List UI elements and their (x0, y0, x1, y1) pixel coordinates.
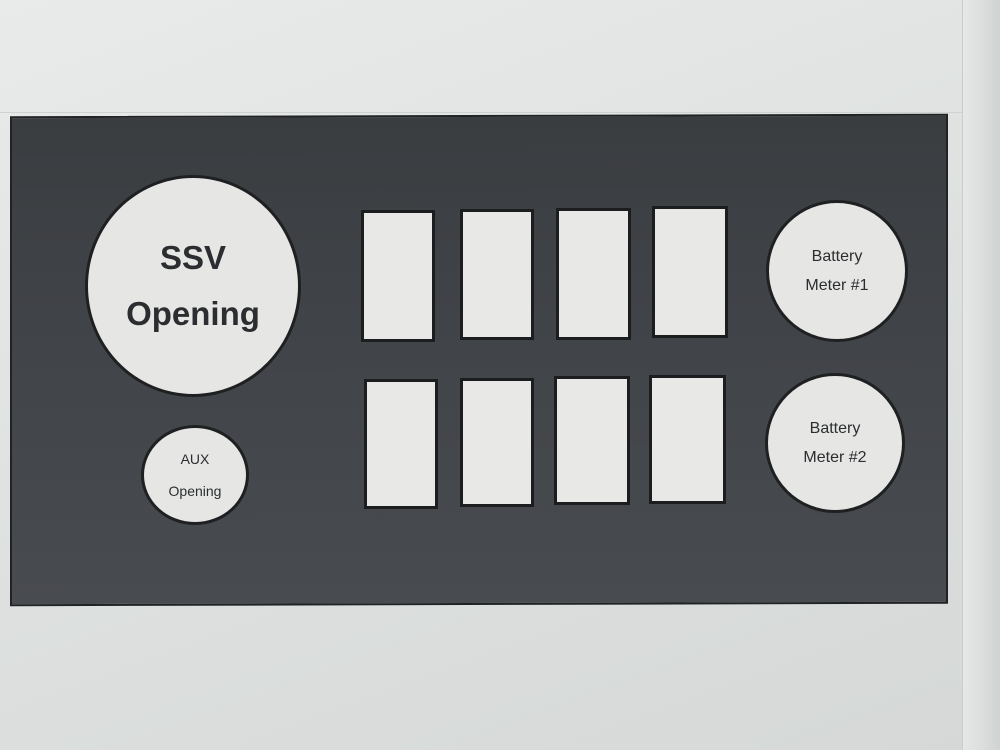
switch-slot-top-3 (556, 208, 631, 340)
battery-meter-2-label-line1: Battery (809, 420, 861, 437)
switch-slot-top-1 (361, 210, 435, 342)
ssv-opening-label-line2: Opening (126, 295, 260, 332)
switch-slot-top-4 (652, 206, 728, 338)
monitor-edge (962, 0, 1000, 750)
ssv-opening: SSV Opening (85, 175, 301, 397)
aux-opening-label-line2: Opening (168, 483, 222, 499)
switch-slot-top-2 (460, 209, 534, 340)
aux-opening: AUX Opening (141, 425, 249, 525)
ssv-opening-label-line1: SSV (159, 239, 227, 276)
battery-meter-1-label-line2: Meter #1 (805, 277, 869, 294)
switch-slot-bottom-2 (460, 378, 534, 507)
battery-meter-2-label-line2: Meter #2 (803, 449, 867, 466)
battery-meter-1-label-line1: Battery (811, 248, 863, 265)
battery-meter-1: Battery Meter #1 (766, 200, 908, 342)
divider (0, 112, 962, 113)
battery-meter-2: Battery Meter #2 (765, 373, 905, 513)
switch-slot-bottom-1 (364, 379, 438, 509)
switch-slot-bottom-4 (649, 375, 726, 504)
switch-slot-bottom-3 (554, 376, 630, 505)
aux-opening-label-line1: AUX (180, 451, 210, 467)
